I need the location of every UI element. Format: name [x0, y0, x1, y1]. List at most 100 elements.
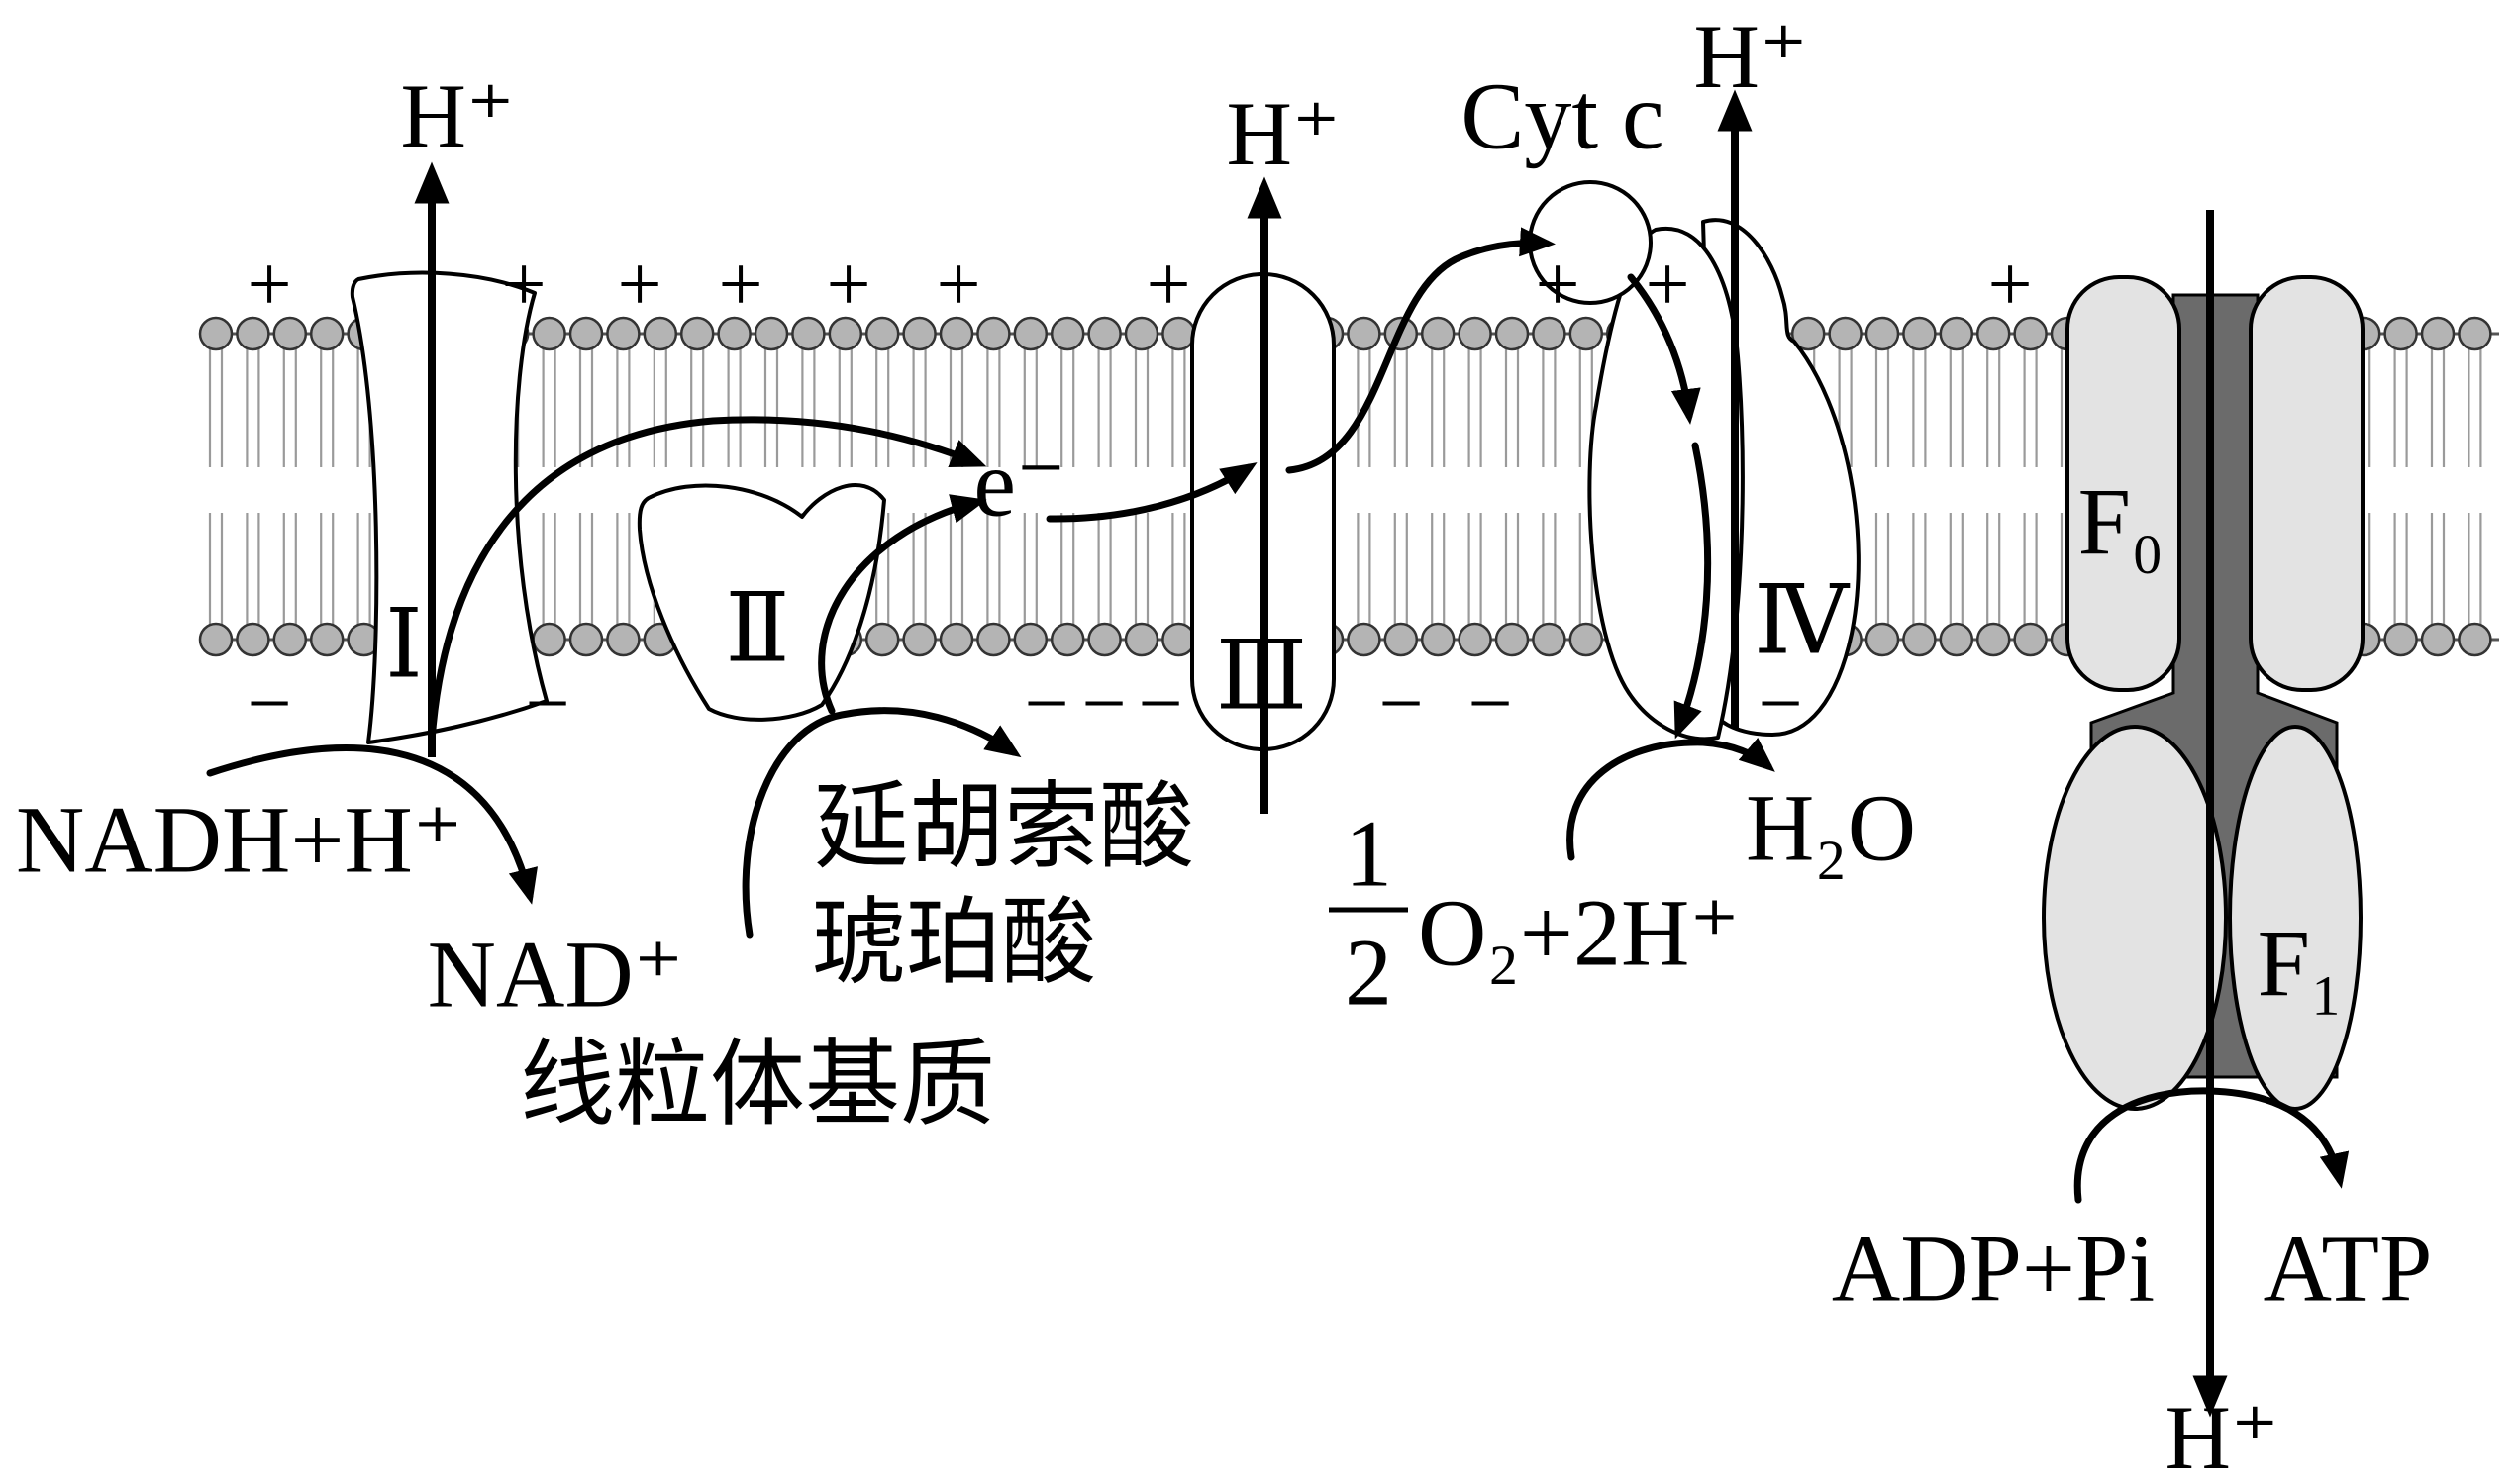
lipid-head: [1939, 622, 1974, 657]
matrix-label: 线粒体基质: [520, 1029, 995, 1139]
lipid-head: [236, 622, 270, 657]
lipid-head: [1568, 622, 1604, 657]
lipid-head: [532, 622, 566, 657]
succinate-to-fumarate-arrow: [742, 707, 1022, 939]
lipid-head: [1494, 316, 1530, 351]
atp-label: ATP: [2264, 1216, 2433, 1322]
outer-charge-plus: +: [247, 242, 291, 329]
fumarate-label: 延胡索酸: [814, 771, 1194, 882]
lipid-head: [568, 316, 604, 351]
lipid-head: [1458, 316, 1492, 351]
cyt-c-to-complex-4-arrow: [1627, 273, 1701, 425]
lipid-head: [2420, 316, 2456, 351]
atp-synthesis-arrow: [2073, 1087, 2350, 1204]
lipid-head: [1050, 316, 1085, 351]
cytochrome-c-label: Cyt c: [1460, 63, 1663, 169]
lipid-head: [2458, 316, 2492, 351]
lipid-head: [1013, 316, 1049, 351]
lipid-head: [679, 316, 715, 351]
outer-charge-plus: +: [826, 242, 870, 329]
inner-charge-minus: −: [1024, 660, 1068, 747]
complex-2-electron-arrow: [818, 494, 987, 715]
f0-label: F₀: [2078, 469, 2165, 575]
labels: + + + + + + + + + + − − − − − − − − Ⅰ Ⅱ …: [16, 6, 2432, 1484]
lipid-head: [1347, 316, 1381, 351]
complex-1-shape: [350, 270, 549, 744]
outer-charge-plus: +: [1987, 242, 2032, 329]
f1-label: F₁: [2258, 911, 2344, 1017]
lipid-head: [1383, 622, 1419, 657]
lipid-head: [2458, 622, 2492, 657]
outer-charge-plus: +: [1146, 242, 1190, 329]
lipid-head: [1420, 622, 1456, 657]
succinate-label: 琥珀酸: [811, 887, 1096, 998]
lipid-head: [309, 316, 345, 351]
nadh-label: NADH+H⁺: [16, 787, 462, 893]
lipid-head: [1087, 316, 1122, 351]
complex-4-label: Ⅳ: [1754, 568, 1851, 674]
lipid-head: [1050, 622, 1085, 657]
lipid-head: [939, 316, 974, 351]
lipid-head: [1975, 622, 2011, 657]
lipid-head: [1975, 316, 2011, 351]
f1-right-subunit: [2228, 725, 2363, 1111]
lipid-head: [2013, 622, 2048, 657]
lipid-head: [606, 316, 641, 351]
lipid-head: [1864, 316, 1900, 351]
lipid-head: [272, 622, 308, 657]
lipid-head: [1087, 622, 1122, 657]
complex-4-right-lobe: [1701, 218, 1861, 737]
lipid-head: [272, 316, 308, 351]
lipid-head: [643, 316, 678, 351]
lipid-head: [902, 622, 937, 657]
f0-left-subunit: [2065, 275, 2181, 692]
outer-charge-plus: +: [1535, 242, 1579, 329]
lipid-head: [1458, 622, 1492, 657]
lipid-head: [1902, 316, 1937, 351]
lipid-head: [1420, 316, 1456, 351]
complex-3-proton-label: H⁺: [1227, 83, 1341, 184]
inner-charge-minus: −: [247, 660, 291, 747]
lipid-head: [198, 316, 234, 351]
water-label: H₂O: [1746, 775, 1916, 881]
outer-charge-plus: +: [617, 242, 661, 329]
lipid-head: [2383, 622, 2418, 657]
outer-charge-plus: +: [501, 242, 546, 329]
lipid-head: [1124, 316, 1159, 351]
complex-1-label: Ⅰ: [385, 592, 423, 698]
oxygen-coefficient-denominator: 2: [1345, 920, 1392, 1026]
oxygen-reduction-arrow: [1566, 738, 1775, 861]
nad-label: NAD⁺: [428, 922, 684, 1028]
lipid-head: [1532, 622, 1566, 657]
outer-charge-plus: +: [1645, 242, 1689, 329]
lipid-head: [2013, 316, 2048, 351]
inner-charge-minus: −: [1378, 660, 1423, 747]
inner-charge-minus: −: [1758, 660, 1802, 747]
outer-charge-plus: +: [936, 242, 980, 329]
complex-3-to-cyt-c-arrow: [1285, 227, 1556, 474]
lipid-head: [532, 316, 566, 351]
complex-2-label: Ⅱ: [725, 576, 789, 682]
oxygen-reactants-label: O₂+2H⁺: [1418, 880, 1740, 986]
lipid-head: [1864, 622, 1900, 657]
lipid-head: [1013, 622, 1049, 657]
outer-charge-plus: +: [718, 242, 762, 329]
lipid-head: [1124, 622, 1159, 657]
electron-label: e⁻: [973, 431, 1065, 537]
lipid-head: [1790, 316, 1826, 351]
lipid-head: [2383, 316, 2418, 351]
oxygen-coefficient-numerator: 1: [1345, 801, 1392, 907]
lipid-head: [236, 316, 270, 351]
complex-4-internal-arrow: [1673, 442, 1712, 740]
lipid-head: [1939, 316, 1974, 351]
electron-to-complex-3-arrow: [1046, 462, 1258, 523]
lipid-head: [1828, 316, 1863, 351]
lipid-head: [1568, 316, 1604, 351]
adp-pi-label: ADP+Pi: [1832, 1216, 2155, 1322]
lipid-head: [939, 622, 974, 657]
lipid-head: [864, 316, 900, 351]
lipid-head: [754, 316, 789, 351]
f1-left-subunit: [2042, 725, 2228, 1111]
arrows: [206, 89, 2350, 1418]
